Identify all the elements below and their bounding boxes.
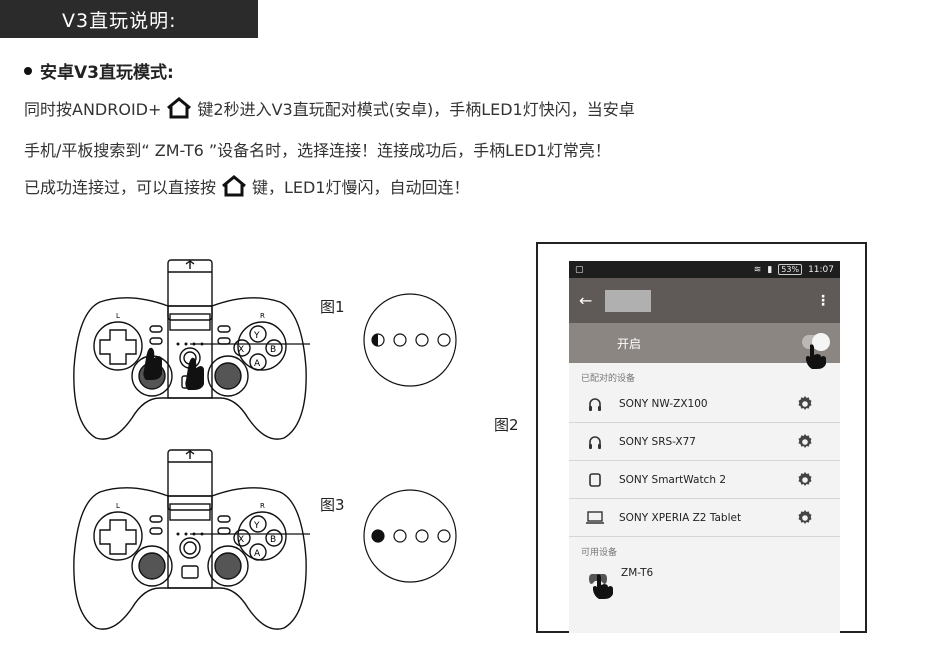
- switch-label: 开启: [617, 336, 642, 351]
- paired-device-row[interactable]: SONY NW-ZX100: [569, 385, 840, 423]
- instruction-line-1: 同时按ANDROID+ 键2秒进入V3直玩配对模式(安卓)，手柄LED1灯快闪，…: [24, 96, 635, 120]
- battery-indicator: 53%: [778, 264, 803, 275]
- paired-device-name: SONY SmartWatch 2: [619, 473, 727, 486]
- home-icon: [167, 97, 192, 119]
- instruction-line-3: 已成功连接过，可以直接按 键，LED1灯慢闪，自动回连！: [24, 174, 470, 198]
- button-x-label: X: [238, 345, 244, 355]
- led-indicator-3: [363, 489, 457, 583]
- paired-device-name: SONY XPERIA Z2 Tablet: [619, 511, 742, 524]
- line1-text-b: 键2秒进入V3直玩配对模式(安卓)，手柄LED1灯快闪，当安卓: [197, 100, 635, 119]
- gear-icon[interactable]: [796, 433, 814, 454]
- bluetooth-settings-screen: ▢ ≋ ▮ 53% 11:07 ← ⋮ 开启 已配对的设备 SONY NW-ZX…: [569, 261, 840, 633]
- button-a-label: A: [254, 549, 261, 559]
- trigger-r-label: R: [260, 312, 265, 320]
- available-devices-header: 可用设备: [581, 548, 618, 558]
- more-options-icon[interactable]: ⋮: [816, 292, 830, 309]
- paired-device-row[interactable]: SONY SRS-X77: [569, 423, 840, 461]
- instruction-line-2: 手机/平板搜索到“ ZM-T6 ”设备名时，选择连接！连接成功后，手柄LED1灯…: [24, 141, 611, 160]
- gamepad-illustration-1: Y X B A L R: [73, 259, 310, 440]
- figure-3-label: 图3: [320, 496, 345, 514]
- paired-device-row[interactable]: SONY XPERIA Z2 Tablet: [569, 499, 840, 537]
- hand-pointer-icon: [185, 357, 204, 390]
- button-y-label: Y: [253, 331, 260, 341]
- gear-icon[interactable]: [796, 509, 814, 530]
- available-device-name: ZM-T6: [621, 567, 654, 579]
- notification-icon: ▢: [575, 264, 584, 275]
- status-bar: ▢ ≋ ▮ 53% 11:07: [569, 261, 840, 278]
- hand-pointer-icon: [143, 347, 162, 380]
- button-b-label: B: [270, 535, 276, 545]
- paired-device-name: SONY SRS-X77: [619, 435, 696, 448]
- banner-title: V3直玩说明:: [62, 9, 177, 32]
- hand-pointer-icon: [806, 344, 826, 369]
- phone-screenshot-frame: ▢ ≋ ▮ 53% 11:07 ← ⋮ 开启 已配对的设备 SONY NW-ZX…: [536, 242, 867, 633]
- button-b-label: B: [270, 345, 276, 355]
- bluetooth-switch-row[interactable]: 开启: [569, 323, 840, 369]
- section-title-text: 安卓V3直玩模式:: [40, 63, 174, 83]
- headphones-icon: [583, 396, 607, 412]
- paired-devices-header: 已配对的设备: [581, 374, 636, 384]
- status-time: 11:07: [808, 264, 834, 275]
- gear-icon[interactable]: [796, 471, 814, 492]
- trigger-l-label: L: [116, 312, 120, 320]
- paired-device-name: SONY NW-ZX100: [619, 397, 708, 410]
- section-banner: V3直玩说明:: [0, 0, 258, 38]
- figure-1-label: 图1: [320, 298, 345, 316]
- line3-text-a: 已成功连接过，可以直接按: [24, 178, 217, 197]
- home-icon: [222, 175, 246, 197]
- signal-icon: ▮: [767, 264, 773, 275]
- laptop-icon: [583, 510, 607, 525]
- button-a-label: A: [254, 359, 261, 369]
- button-y-label: Y: [253, 521, 260, 531]
- bullet-icon: [24, 66, 32, 75]
- watch-icon: [583, 472, 607, 488]
- gear-icon[interactable]: [796, 395, 814, 416]
- line1-text-a: 同时按ANDROID+: [24, 100, 162, 119]
- button-x-label: X: [238, 535, 244, 545]
- trigger-r-label: R: [260, 502, 265, 510]
- hand-pointer-icon: [593, 574, 613, 599]
- bluetooth-toggle[interactable]: [802, 333, 830, 351]
- led-indicator-1: [363, 293, 457, 387]
- paired-device-row[interactable]: SONY SmartWatch 2: [569, 461, 840, 499]
- available-device-row[interactable]: ZM-T6: [569, 559, 840, 599]
- gamepad-illustration-2: Y X B A L R: [73, 449, 310, 630]
- line3-text-b: 键，LED1灯慢闪，自动回连！: [252, 178, 470, 197]
- section-title: 安卓V3直玩模式:: [24, 58, 174, 83]
- headphones-icon: [583, 434, 607, 450]
- wifi-icon: ≋: [753, 264, 762, 275]
- back-arrow-icon[interactable]: ←: [579, 291, 593, 310]
- app-toolbar: ← ⋮: [569, 278, 840, 323]
- trigger-l-label: L: [116, 502, 120, 510]
- toolbar-title-placeholder: [605, 289, 651, 312]
- figure-2-label: 图2: [494, 416, 519, 434]
